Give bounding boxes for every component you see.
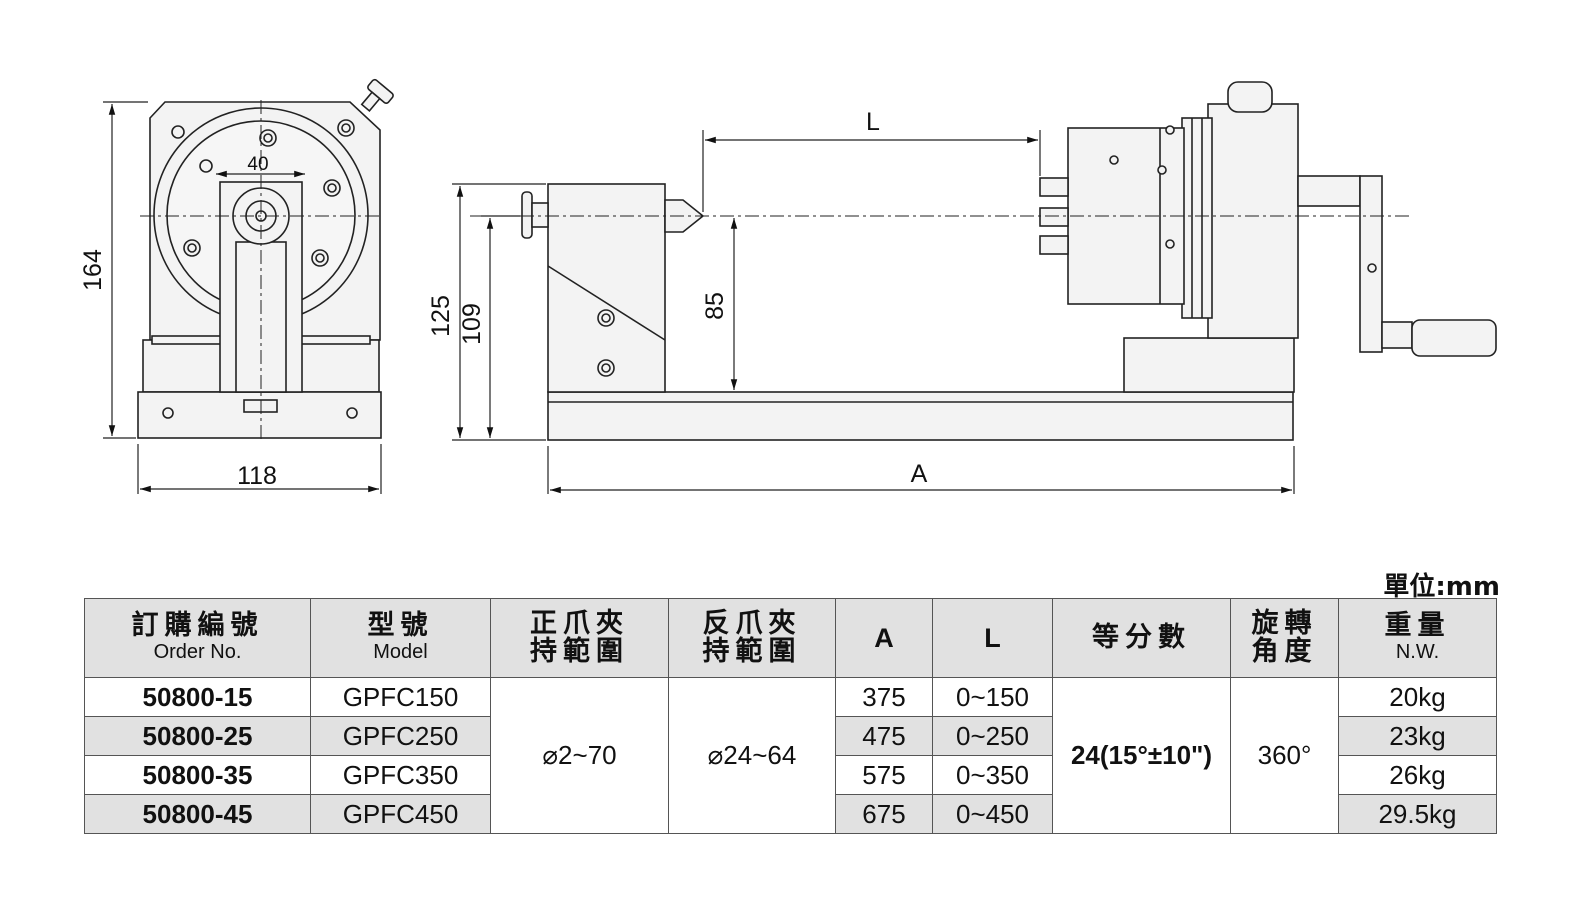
cell-weight: 26kg	[1338, 755, 1497, 795]
table-row: 50800-35 GPFC350 575 0~350 26kg	[84, 755, 1497, 795]
cell-order: 50800-45	[84, 794, 311, 834]
cell-divisions: 24(15°±10")	[1052, 677, 1231, 834]
cell-model: GPFC150	[310, 677, 491, 717]
header-divisions: 等分數	[1052, 598, 1231, 678]
dim-85: 85	[701, 292, 729, 320]
dim-L: L	[866, 108, 880, 136]
spec-table: 訂購編號 Order No. 型號 Model 正爪夾 持範圍 反爪夾 持範圍 …	[84, 598, 1497, 834]
cell-reverse-jaw-range: ⌀24~64	[668, 677, 836, 834]
dim-109: 109	[458, 303, 486, 345]
table-row: 50800-45 GPFC450 675 0~450 29.5kg	[84, 794, 1497, 834]
cell-A: 575	[835, 755, 933, 795]
header-model: 型號 Model	[310, 598, 491, 678]
cell-weight: 23kg	[1338, 716, 1497, 756]
cell-model: GPFC250	[310, 716, 491, 756]
cell-normal-jaw-range: ⌀2~70	[490, 677, 669, 834]
cell-L: 0~150	[932, 677, 1053, 717]
front-view	[137, 78, 394, 439]
dim-A: A	[911, 460, 928, 488]
cell-A: 375	[835, 677, 933, 717]
header-weight: 重量 N.W.	[1338, 598, 1497, 678]
cell-weight: 29.5kg	[1338, 794, 1497, 834]
header-A: A	[835, 598, 933, 678]
cell-weight: 20kg	[1338, 677, 1497, 717]
cell-model: GPFC450	[310, 794, 491, 834]
header-L: L	[932, 598, 1053, 678]
header-reverse-jaw: 反爪夾 持範圍	[668, 598, 836, 678]
cell-L: 0~350	[932, 755, 1053, 795]
table-header-row: 訂購編號 Order No. 型號 Model 正爪夾 持範圍 反爪夾 持範圍 …	[84, 598, 1497, 678]
dim-125: 125	[427, 295, 455, 337]
dim-width-118: 118	[237, 462, 277, 490]
cell-order: 50800-25	[84, 716, 311, 756]
cell-L: 0~250	[932, 716, 1053, 756]
header-normal-jaw: 正爪夾 持範圍	[490, 598, 669, 678]
cell-rotation: 360°	[1230, 677, 1339, 834]
header-order-no: 訂購編號 Order No.	[84, 598, 311, 678]
cell-model: GPFC350	[310, 755, 491, 795]
side-view	[521, 81, 1497, 441]
cell-order: 50800-15	[84, 677, 311, 717]
dim-height-164: 164	[79, 249, 107, 291]
table-row: 50800-15 GPFC150 ⌀2~70 ⌀24~64 375 0~150 …	[84, 677, 1497, 834]
cell-A: 675	[835, 794, 933, 834]
cell-A: 475	[835, 716, 933, 756]
technical-drawing: 164 118 40	[79, 78, 1497, 494]
cell-order: 50800-35	[84, 755, 311, 795]
dim-slot-40: 40	[247, 154, 268, 175]
header-rotation: 旋轉 角度	[1230, 598, 1339, 678]
cell-L: 0~450	[932, 794, 1053, 834]
unit-label: 單位:mm	[1383, 572, 1500, 602]
table-row: 50800-25 GPFC250 475 0~250 23kg	[84, 716, 1497, 756]
